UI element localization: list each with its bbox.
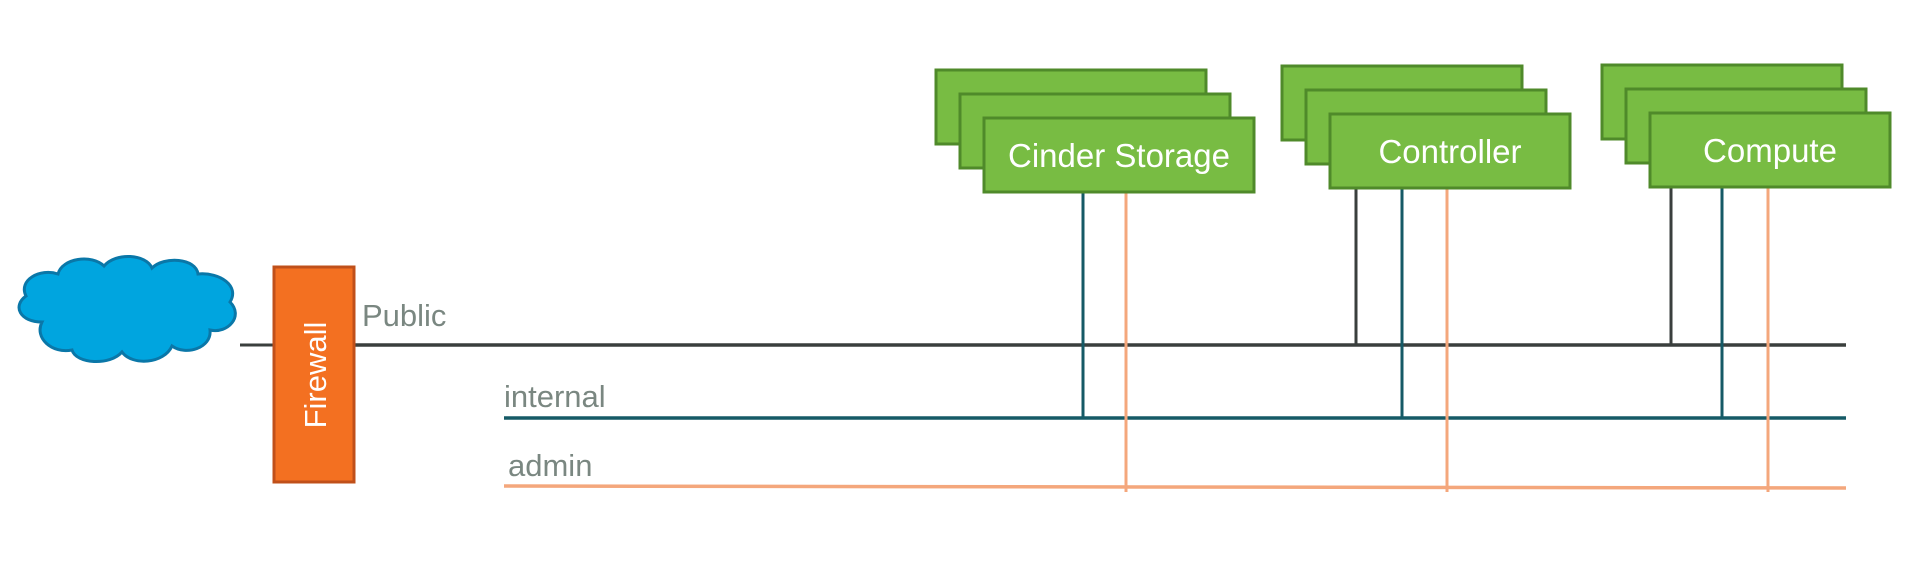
compute-label: Compute — [1703, 132, 1837, 169]
cloud-icon — [17, 255, 237, 364]
admin-network-label: admin — [508, 448, 592, 483]
compute-node: Compute — [1600, 63, 1892, 189]
public-network-label: Public — [362, 298, 446, 333]
admin-network-line — [503, 484, 1847, 490]
firewall-label: Firewall — [298, 322, 333, 429]
controller-node: Controller — [1280, 64, 1572, 190]
internal-network-label: internal — [504, 379, 606, 414]
cinder-storage-node: Cinder Storage — [934, 68, 1256, 194]
firewall: Firewall — [272, 265, 356, 484]
cinder-storage-label: Cinder Storage — [1008, 137, 1230, 174]
controller-label: Controller — [1378, 133, 1521, 170]
